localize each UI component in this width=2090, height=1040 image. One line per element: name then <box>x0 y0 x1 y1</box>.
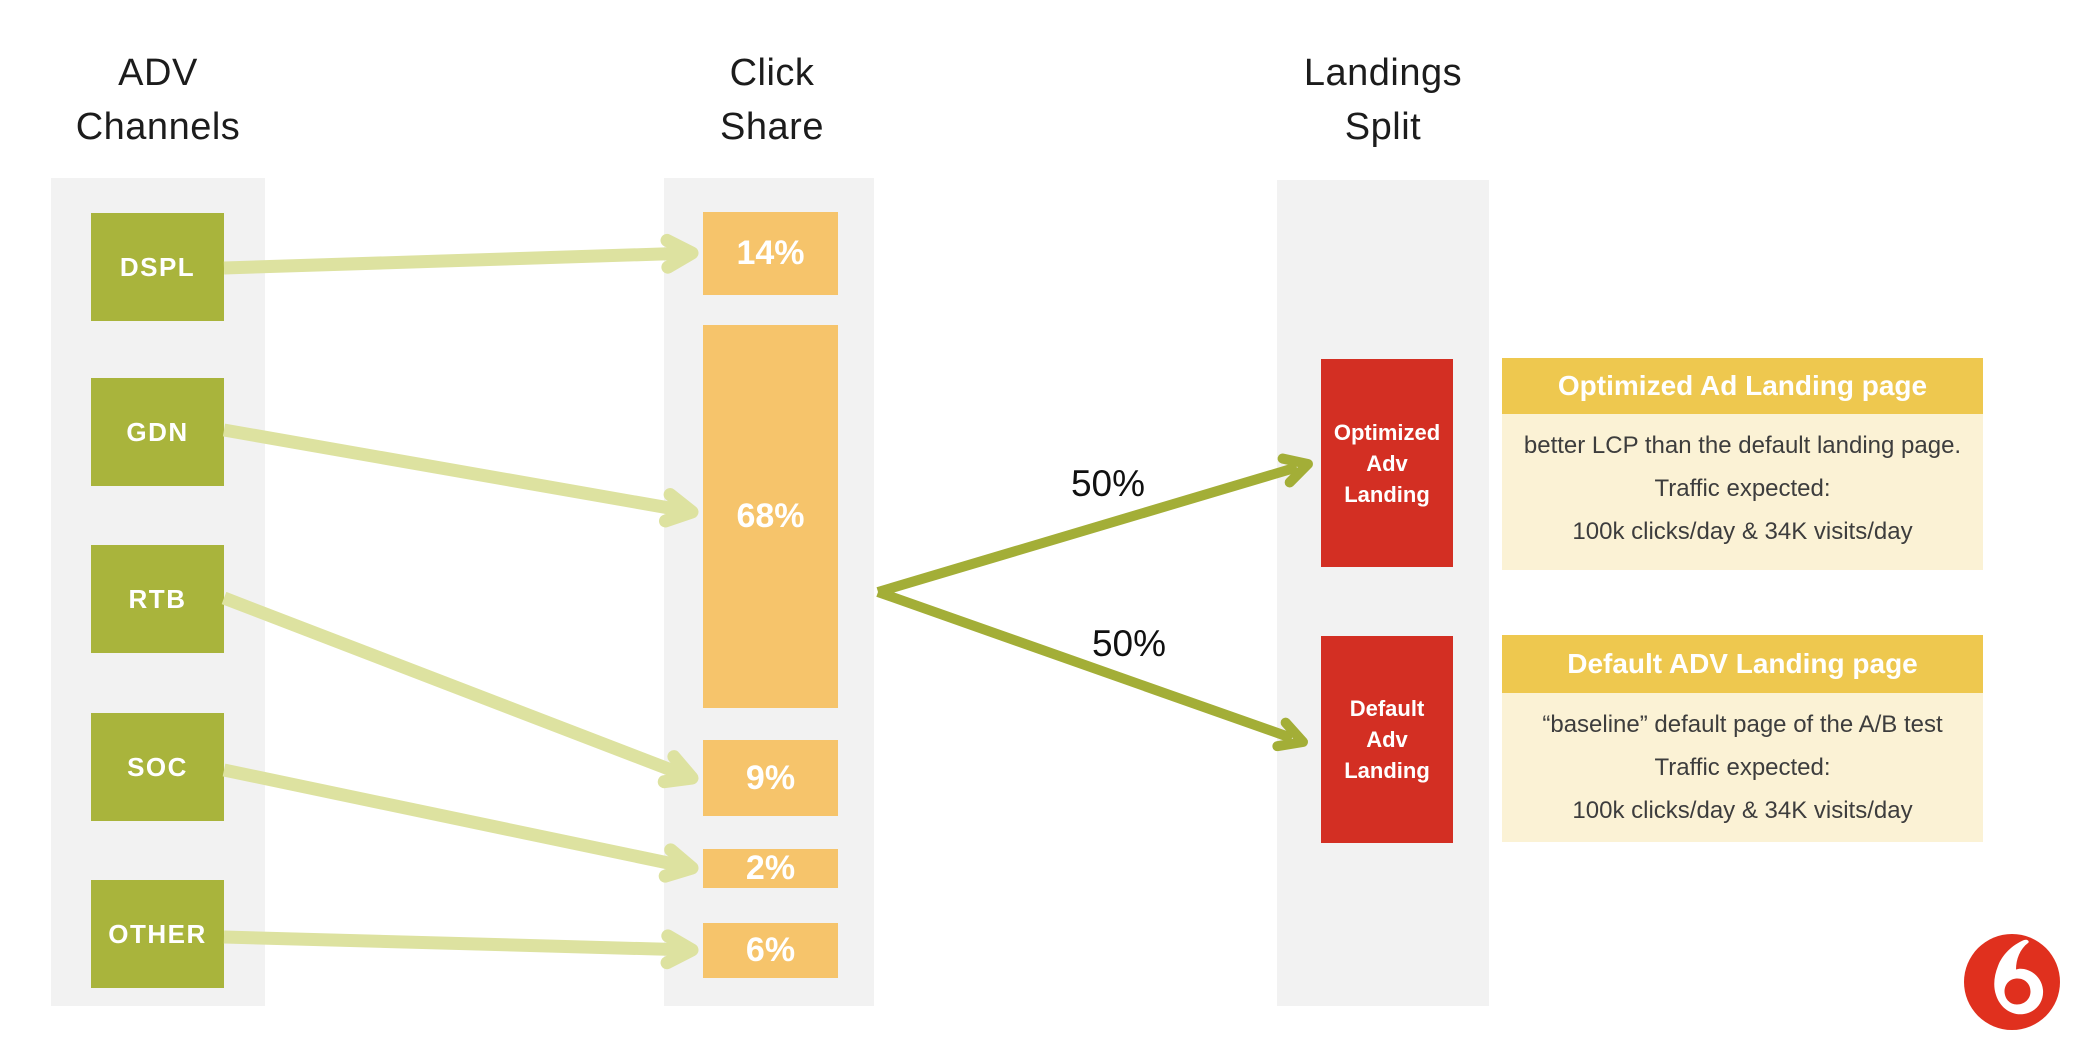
landings-split-title-line1: Landings <box>1303 52 1463 94</box>
click-share-title-line1: Click <box>729 52 815 94</box>
share-box-68: 68% <box>703 325 838 708</box>
landing-label-line1: Default <box>1349 696 1425 721</box>
share-box-9: 9% <box>703 740 838 816</box>
info-box-default: Default ADV Landing page “baseline” defa… <box>1502 635 1983 842</box>
share-label: 68% <box>736 497 805 535</box>
landing-box-default: Default Adv Landing <box>1321 636 1453 843</box>
landing-label-line3: Landing <box>1344 758 1430 783</box>
info-line: “baseline” default page of the A/B test <box>1542 711 1943 738</box>
share-box-14: 14% <box>703 212 838 295</box>
landing-label-line1: Optimized <box>1333 419 1441 445</box>
info-line: Traffic expected: <box>1654 475 1831 502</box>
share-label: 6% <box>745 931 796 969</box>
channel-label: RTB <box>128 583 187 614</box>
info-box-header: Optimized Ad Landing page <box>1502 358 1983 414</box>
channel-label: DSPL <box>119 251 196 282</box>
info-line: better LCP than the default landing page… <box>1523 432 1962 459</box>
share-label: 2% <box>745 849 796 887</box>
channel-label: GDN <box>126 416 189 447</box>
channel-box-soc: SOC <box>91 713 224 821</box>
vodafone-logo-icon <box>1964 934 2060 1030</box>
share-box-2: 2% <box>703 849 838 888</box>
info-line: 100k clicks/day & 34K visits/day <box>1572 797 1913 824</box>
landings-split-panel <box>1277 180 1489 1006</box>
share-label: 14% <box>736 234 805 272</box>
info-box-body: “baseline” default page of the A/B test … <box>1502 693 1983 842</box>
landings-split-title-line2: Split <box>1344 106 1422 148</box>
channel-box-other: OTHER <box>91 880 224 988</box>
landing-label-line2: Adv <box>1366 450 1408 476</box>
info-box-optimized: Optimized Ad Landing page better LCP tha… <box>1502 358 1983 570</box>
split-percentage-top: 50% <box>1070 463 1146 504</box>
channel-box-gdn: GDN <box>91 378 224 486</box>
channel-label: SOC <box>127 751 188 782</box>
click-share-title-line2: Share <box>720 106 824 148</box>
info-line: 100k clicks/day & 34K visits/day <box>1572 518 1913 545</box>
landing-label-line2: Adv <box>1366 727 1408 752</box>
landing-label-line3: Landing <box>1344 481 1430 507</box>
landing-box-optimized: Optimized Adv Landing <box>1321 359 1453 567</box>
adv-channels-title-line2: Channels <box>75 106 241 148</box>
channel-label: OTHER <box>108 918 207 949</box>
split-percentage-bottom: 50% <box>1091 623 1167 664</box>
info-line: Traffic expected: <box>1654 754 1831 781</box>
info-box-body: better LCP than the default landing page… <box>1502 414 1983 570</box>
adv-channels-title: ADV Channels <box>18 46 298 154</box>
channel-box-rtb: RTB <box>91 545 224 653</box>
share-label: 9% <box>745 758 796 797</box>
landings-split-title: Landings Split <box>1243 46 1523 154</box>
channel-box-dspl: DSPL <box>91 213 224 321</box>
info-box-header: Default ADV Landing page <box>1502 635 1983 693</box>
adv-channels-title-line1: ADV <box>118 52 198 94</box>
click-share-title: Click Share <box>632 46 912 154</box>
share-box-6: 6% <box>703 923 838 978</box>
